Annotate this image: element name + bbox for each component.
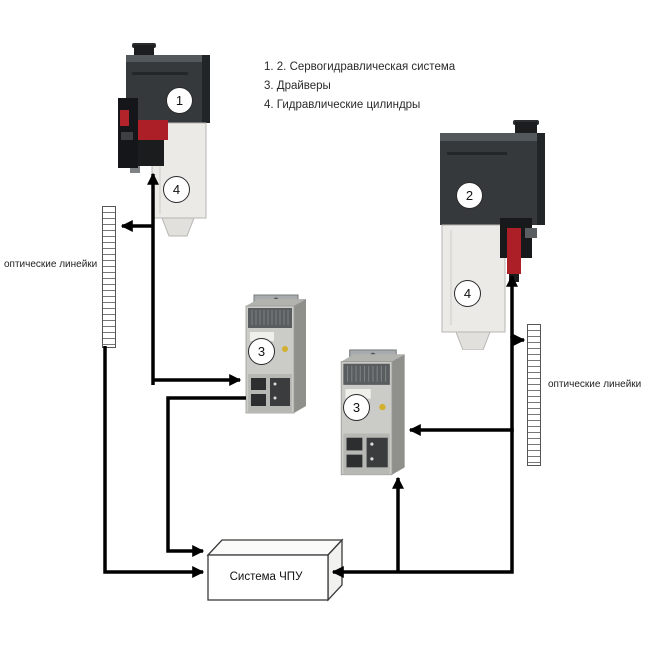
driver1-connector-3: [270, 378, 290, 406]
driver2-vent-band: [343, 363, 390, 385]
driver1-vent-band: [248, 308, 292, 328]
driver2-connector-2: [346, 454, 363, 468]
unit2-body-top: [440, 133, 545, 141]
driver1-pin-1: [273, 382, 277, 386]
unit2-valve-red-cartridge: [507, 228, 521, 274]
unit2-body: [440, 133, 545, 225]
unit2-body-groove: [447, 152, 507, 155]
driver1-top-face: [246, 299, 306, 306]
badge-cylinder2: 4: [454, 280, 481, 307]
driver2-pin-2: [370, 457, 374, 461]
cnc-box-label: Система ЧПУ: [229, 571, 303, 583]
unit2-valve-connector: [525, 228, 537, 238]
legend-line-3: 4. Гидравлические цилиндры: [264, 99, 421, 111]
badge-cylinder1: 4: [163, 176, 190, 203]
badge-driver1: 3: [248, 338, 275, 365]
optical-ruler-left: [102, 206, 116, 348]
badge-unit1: 1: [166, 87, 193, 114]
driver2-connector-3: [366, 437, 388, 468]
unit2-cap: [515, 122, 537, 135]
optical-ruler-left-label: оптические линейки: [4, 259, 98, 270]
driver2-indicator: [379, 403, 386, 411]
driver2-pin-1: [370, 442, 374, 446]
badge-unit2: 2: [456, 182, 483, 209]
cnc-top-face: [206, 539, 344, 556]
legend-line-1: 1. 2. Сервогидравлическая система: [264, 61, 456, 73]
unit1-body-edge: [202, 55, 210, 123]
driver1-label-plate: [250, 332, 274, 341]
unit1-body-top: [126, 55, 210, 62]
driver1-pin-2: [273, 396, 277, 400]
driver1-connector-2: [251, 394, 266, 406]
optical-ruler-right-label: оптические линейки: [548, 379, 642, 390]
unit2-body-edge: [537, 133, 545, 225]
legend: 1. 2. Сервогидравлическая система 3. Дра…: [264, 58, 455, 115]
unit1-valve-knob: [121, 132, 133, 140]
unit1-cylinder-nozzle: [161, 217, 195, 237]
unit1-body: [126, 55, 210, 123]
hydraulic-unit-1: [118, 43, 210, 237]
unit2-valve-tip: [509, 274, 519, 282]
unit1-valve-red: [120, 110, 129, 126]
cnc-box: [206, 538, 344, 602]
badge-driver2: 3: [343, 394, 370, 421]
legend-line-2: 3. Драйверы: [264, 80, 331, 92]
driver1-indicator: [282, 346, 288, 352]
hydraulic-unit-2: [440, 120, 545, 350]
unit1-cap: [134, 45, 154, 57]
driver1-connector-1: [251, 378, 266, 390]
arrow-to-driver2: [408, 336, 514, 436]
driver2-top-face: [341, 354, 405, 362]
arrow-left-ruler-to-cnc: [103, 346, 205, 578]
driver2-label-plate: [345, 389, 371, 399]
unit1-connector: [130, 166, 140, 173]
driver2-connector-1: [346, 437, 363, 451]
arrow-driver1-to-cnc: [166, 396, 246, 557]
unit2-cylinder-nozzle: [455, 331, 491, 350]
unit2-cylinder: [441, 224, 506, 333]
unit1-body-groove: [132, 72, 188, 75]
driver1-side-face: [294, 299, 306, 413]
driver2-vents: [347, 365, 387, 382]
optical-ruler-right: [527, 324, 541, 466]
driver1-vents: [251, 310, 289, 325]
cnc-front-face: [207, 554, 329, 601]
driver2-side-face: [391, 354, 405, 475]
